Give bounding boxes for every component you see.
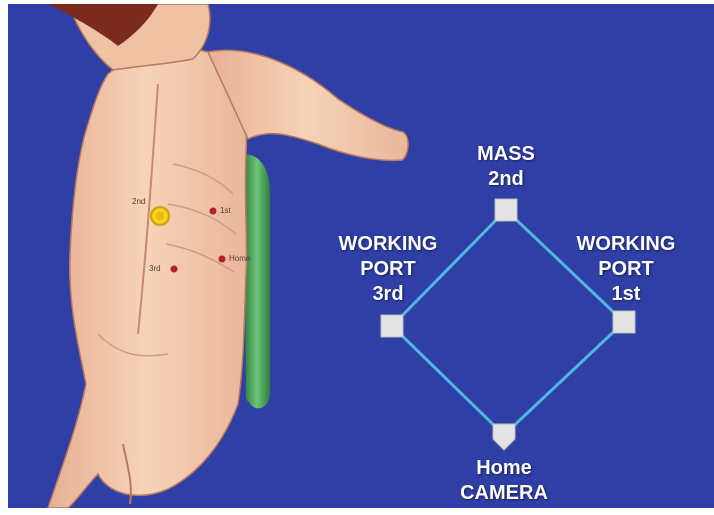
label-mass-2nd: MASS 2nd [458, 142, 554, 192]
label-working-port-3rd: WORKING PORT 3rd [328, 232, 448, 307]
label-home-camera: Home CAMERA [444, 456, 564, 506]
illustration-panel: 2nd 1st 3rd Home MASS 2nd WORKING PORT 3… [8, 4, 714, 508]
base-3rd [381, 315, 403, 337]
base-1st [613, 311, 635, 333]
label-working-port-1st: WORKING PORT 1st [563, 232, 689, 307]
home-plate [493, 424, 515, 450]
base-2nd [495, 199, 517, 221]
